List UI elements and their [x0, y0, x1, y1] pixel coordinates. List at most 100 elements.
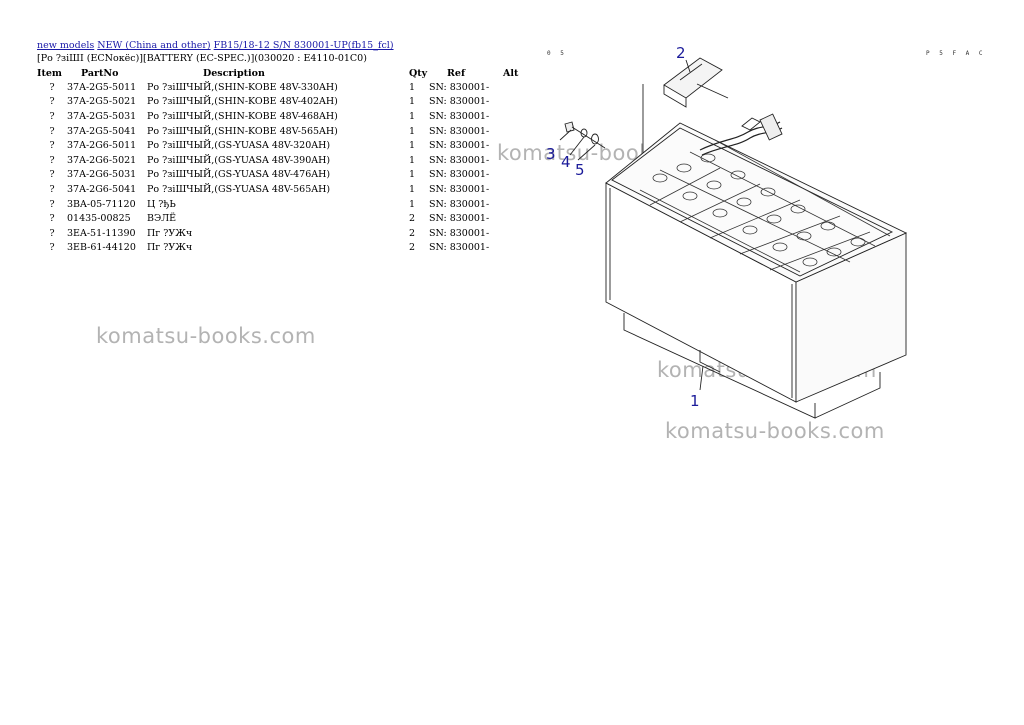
cell-ref: SN: 830001- [429, 198, 490, 210]
callout-5: 5 [575, 161, 585, 179]
callout-2: 2 [676, 44, 686, 62]
battery-case-top-rim [605, 122, 908, 283]
callout-3: 3 [546, 145, 556, 163]
cell-description: Ро ?зіШЧЫЙ,(SHIN-KOBE 48V-468AH) [147, 110, 338, 122]
cell-ref: SN: 830001- [429, 169, 490, 181]
cell-description: Пг ?УЖч [147, 227, 193, 239]
header-partno: PartNo [81, 67, 119, 79]
cell-qty: 2 [409, 213, 416, 225]
table-row: ? 37A-2G6-5011 Ро ?зіШЧЫЙ,(GS-YUASA 48V-32… [37, 138, 527, 153]
cell-description: Ро ?зіШЧЫЙ,(GS-YUASA 48V-320AH) [147, 140, 331, 152]
cell-ref: SN: 830001- [429, 110, 490, 122]
cell-qty: 2 [409, 227, 416, 239]
table-row: ? 37A-2G5-5021 Ро ?зіШЧЫЙ,(SHIN-KOBE 48V-4… [37, 95, 527, 110]
cell-description: Ро ?зіШЧЫЙ,(SHIN-KOBE 48V-402AH) [147, 96, 338, 108]
cell-description: Ро ?зіШЧЫЙ,(GS-YUASA 48V-476AH) [147, 169, 331, 181]
table-body: ? 37A-2G5-5011 Ро ?зіШЧЫЙ,(SHIN-KOBE 48V-3… [37, 80, 527, 255]
cell-qty: 1 [409, 198, 416, 210]
cell-ref: SN: 830001- [429, 125, 490, 137]
cell-ref: SN: 830001- [429, 140, 490, 152]
cell-partno: 37A-2G6-5021 [67, 154, 137, 166]
table-row: ? 37A-2G5-5011 Ро ?зіШЧЫЙ,(SHIN-KOBE 48V-3… [37, 80, 527, 95]
table-row: ? 37A-2G6-5021 Ро ?зіШЧЫЙ,(GS-YUASA 48V-39… [37, 153, 527, 168]
cell-partno: 37A-2G6-5031 [67, 169, 137, 181]
cell-item: ? [49, 125, 55, 137]
cell-partno: 37A-2G6-5011 [67, 140, 137, 152]
breadcrumb-link-model[interactable]: FB15/18-12 S/N 830001-UP(fb15_fcl) [213, 40, 394, 51]
cell-partno: 3EA-51-11390 [67, 227, 136, 239]
cell-description: Ро ?зіШЧЫЙ,(GS-YUASA 48V-565AH) [147, 183, 331, 195]
cell-ref: SN: 830001- [429, 183, 490, 195]
watermark-left: komatsu-books.com [96, 324, 316, 348]
cell-item: ? [49, 169, 55, 181]
cell-partno: 37A-2G5-5021 [67, 96, 137, 108]
diagram-code-left: 0 5 [547, 50, 567, 57]
cell-partno: 3BA-05-71120 [67, 198, 136, 210]
cell-ref: SN: 830001- [429, 96, 490, 108]
header-alt: Alt [503, 67, 519, 79]
cell-item: ? [49, 110, 55, 122]
cell-qty: 1 [409, 110, 416, 122]
cell-qty: 1 [409, 96, 416, 108]
cell-partno: 37A-2G6-5041 [67, 183, 137, 195]
cell-item: ? [49, 213, 55, 225]
cell-ref: SN: 830001- [429, 81, 490, 93]
battery-cells [639, 139, 891, 273]
cell-qty: 1 [409, 125, 416, 137]
header-item: Item [37, 67, 62, 79]
cell-partno: 37A-2G5-5011 [67, 81, 137, 93]
cell-description: Пг ?УЖч [147, 242, 193, 254]
table-row: ? 37A-2G5-5041 Ро ?зіШЧЫЙ,(SHIN-KOBE 48V-5… [37, 124, 527, 139]
cell-item: ? [49, 81, 55, 93]
cell-item: ? [49, 227, 55, 239]
diagram-code-right: P 5 F A C [926, 50, 986, 57]
cell-qty: 1 [409, 81, 416, 93]
cell-partno: 37A-2G5-5031 [67, 110, 137, 122]
breadcrumb-link-new-china[interactable]: NEW (China and other) [97, 40, 211, 51]
breadcrumb-link-new-models[interactable]: new models [37, 40, 95, 51]
cell-item: ? [49, 154, 55, 166]
table-row: ? 37A-2G6-5041 Ро ?зіШЧЫЙ,(GS-YUASA 48V-56… [37, 182, 527, 197]
page-title: [Ро ?зіШІ (ЕСNокёс)][BATTERY (EC-SPEC.)]… [37, 53, 367, 64]
cell-item: ? [49, 198, 55, 210]
cell-description: Ро ?зіШЧЫЙ,(GS-YUASA 48V-390AH) [147, 154, 331, 166]
cell-item: ? [49, 242, 55, 254]
cell-description: Ро ?зіШЧЫЙ,(SHIN-KOBE 48V-565AH) [147, 125, 338, 137]
cell-description: Ц ?ђЬ [147, 198, 176, 210]
table-row: ? 3BA-05-71120 Ц ?ђЬ 1 SN: 830001- [37, 197, 527, 212]
callout-1: 1 [690, 392, 700, 410]
cell-partno: 01435-00825 [67, 213, 131, 225]
cell-item: ? [49, 96, 55, 108]
cell-qty: 1 [409, 169, 416, 181]
table-row: ? 37A-2G5-5031 Ро ?зіШЧЫЙ,(SHIN-KOBE 48V-4… [37, 109, 527, 124]
cell-qty: 1 [409, 154, 416, 166]
cell-partno: 37A-2G5-5041 [67, 125, 137, 137]
cell-description: Ро ?зіШЧЫЙ,(SHIN-KOBE 48V-330AH) [147, 81, 338, 93]
cell-qty: 1 [409, 183, 416, 195]
header-ref: Ref [447, 67, 466, 79]
cell-qty: 1 [409, 140, 416, 152]
watermark-bottom: komatsu-books.com [665, 419, 885, 443]
cell-description: ВЭЛЁ [147, 213, 177, 225]
bolt-washer-group [564, 121, 606, 149]
table-row: ? 37A-2G6-5031 Ро ?зіШЧЫЙ,(GS-YUASA 48V-47… [37, 168, 527, 183]
bracket-part [663, 57, 723, 99]
cell-item: ? [49, 140, 55, 152]
table-header-row: Item PartNo Description Qty Ref Alt [37, 66, 527, 80]
cell-ref: SN: 830001- [429, 242, 490, 254]
cell-ref: SN: 830001- [429, 227, 490, 239]
header-qty: Qty [409, 67, 428, 79]
cell-qty: 2 [409, 242, 416, 254]
parts-table: Item PartNo Description Qty Ref Alt ? 37A… [37, 66, 527, 255]
cell-ref: SN: 830001- [429, 154, 490, 166]
cell-item: ? [49, 183, 55, 195]
battery-connector [759, 113, 783, 141]
table-row: ? 3EA-51-11390 Пг ?УЖч 2 SN: 830001- [37, 226, 527, 241]
header-description: Description [203, 67, 265, 79]
cell-ref: SN: 830001- [429, 213, 490, 225]
callout-4: 4 [561, 153, 571, 171]
table-row: ? 01435-00825 ВЭЛЁ 2 SN: 830001- [37, 211, 527, 226]
